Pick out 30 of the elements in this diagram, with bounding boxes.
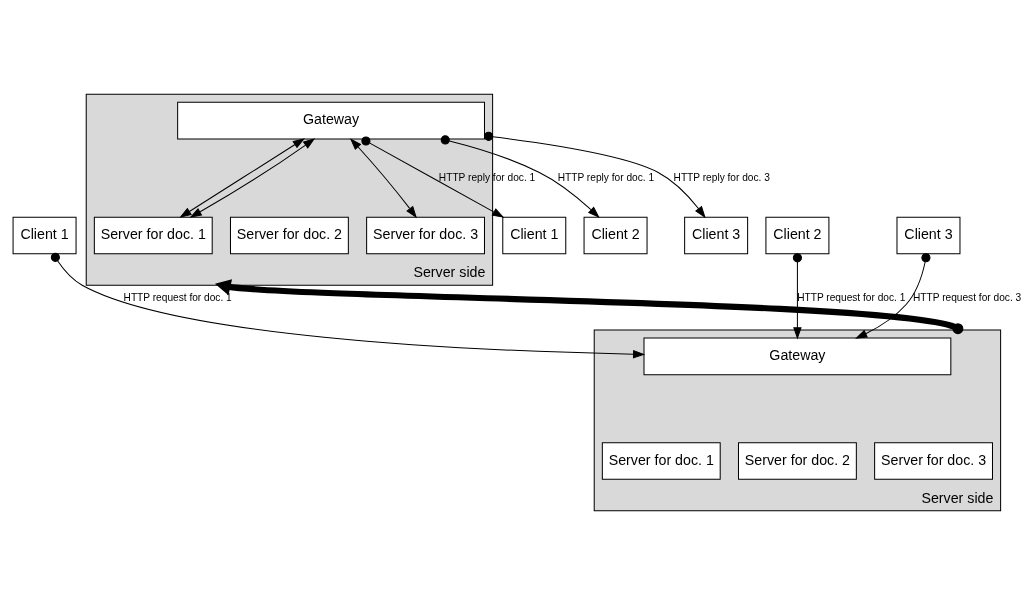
- node-box: Client 3: [683, 216, 748, 254]
- arrow: [178, 137, 305, 218]
- node-box: Gateway: [643, 337, 951, 375]
- arrow: [50, 252, 645, 358]
- node-box: Client 1: [12, 216, 77, 254]
- edge-label: HTTP request for doc. 3: [912, 291, 1021, 303]
- arrow: [349, 137, 417, 218]
- edge-label: HTTP reply for doc. 1: [438, 171, 535, 183]
- edge-label: HTTP request for doc. 1: [796, 291, 905, 303]
- arrow: [214, 278, 963, 334]
- node-box: Server for doc. 3: [365, 216, 485, 254]
- arrow: [792, 252, 802, 340]
- node-box: Server for doc. 2: [229, 216, 349, 254]
- node-box: Client 2: [583, 216, 648, 254]
- arrow: [483, 131, 706, 218]
- node-box: Client 1: [501, 216, 566, 254]
- node-box: Client 2: [764, 216, 829, 254]
- node-box: Server for doc. 3: [873, 441, 993, 480]
- arrow: [360, 135, 504, 218]
- arrow: [854, 252, 930, 339]
- node-box: Client 3: [895, 216, 960, 254]
- arrow: [189, 137, 315, 218]
- edge-label: HTTP reply for doc. 3: [673, 171, 770, 183]
- edge-label: HTTP reply for doc. 1: [557, 171, 654, 183]
- node-box: Server for doc. 1: [93, 216, 213, 254]
- node-box: Gateway: [176, 101, 485, 139]
- node-box: Server for doc. 2: [737, 441, 857, 480]
- node-box: Server for doc. 1: [601, 441, 721, 480]
- edge-label: HTTP request for doc. 1: [123, 291, 232, 303]
- arrow: [440, 134, 600, 218]
